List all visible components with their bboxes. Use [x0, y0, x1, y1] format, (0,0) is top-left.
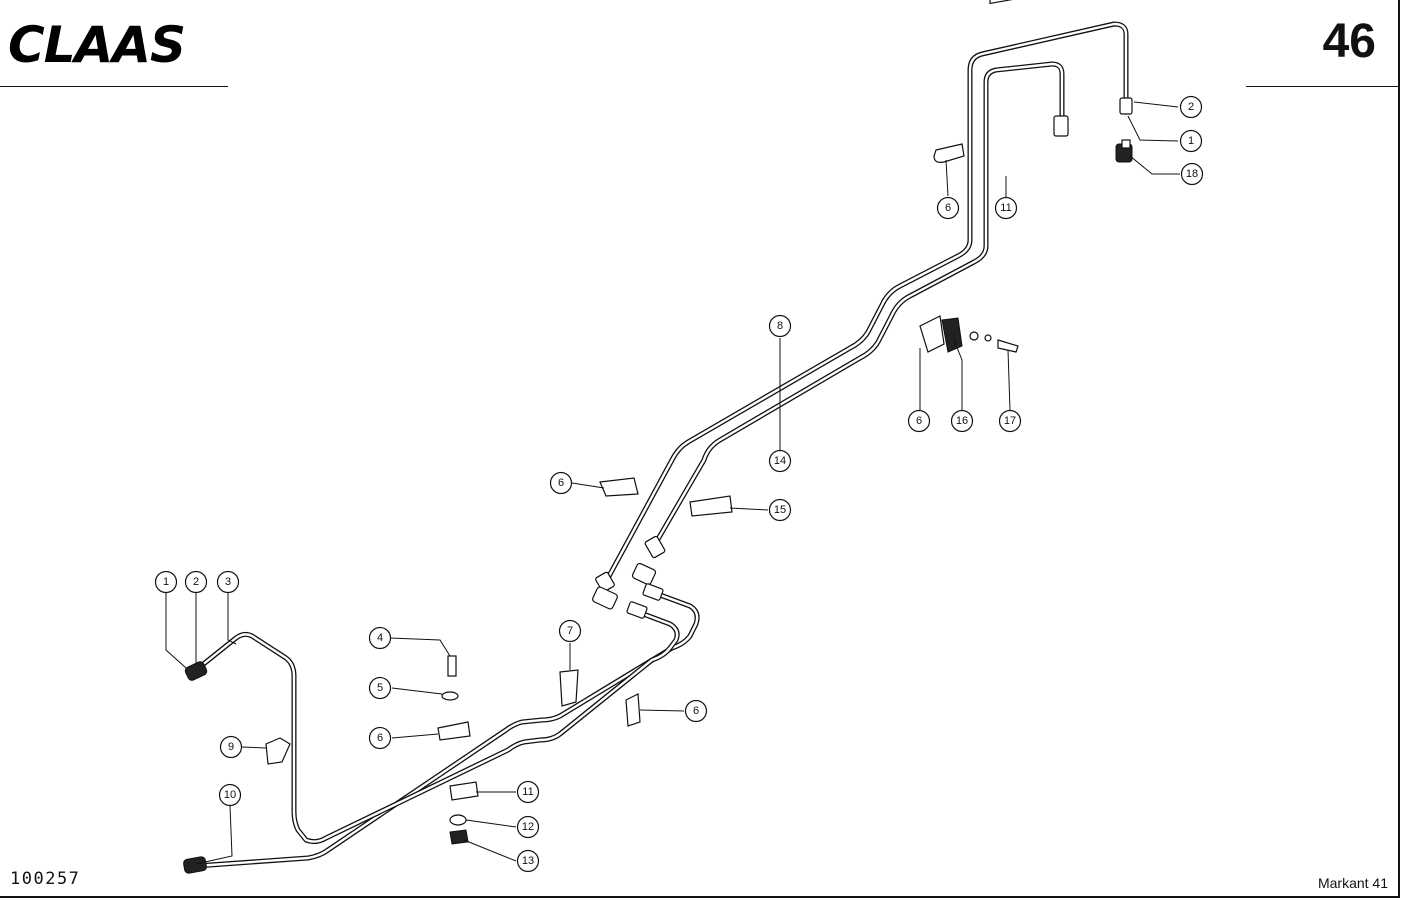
- plate-top: [989, 0, 1021, 5]
- svg-text:11: 11: [522, 786, 533, 798]
- svg-text:12: 12: [522, 821, 534, 833]
- fitting-nut-left-top: [184, 661, 208, 681]
- svg-text:16: 16: [956, 415, 968, 427]
- fitting-nut-top-right: [1119, 97, 1133, 115]
- pipe-assembly: [193, 21, 1129, 869]
- callout-top-fitting-1: 1: [1179, 129, 1203, 153]
- callout-clamp-right-6: 6: [907, 409, 931, 433]
- svg-text:6: 6: [558, 477, 564, 489]
- pipe-bottom-b: [194, 610, 679, 843]
- callout-clip-right-low-6: 6: [684, 699, 708, 723]
- header-rule-right: [1246, 86, 1398, 87]
- model-name: Markant 41: [1317, 875, 1388, 891]
- screw-4: [447, 655, 457, 677]
- clip-low-6: [437, 721, 471, 741]
- svg-text:14: 14: [774, 455, 786, 467]
- svg-text:4: 4: [377, 632, 383, 644]
- callout-screw-4: 4: [368, 626, 392, 650]
- callout-top-fitting-2: 2: [1179, 95, 1203, 119]
- drawing-number: 100257: [10, 869, 81, 889]
- svg-text:9: 9: [228, 741, 234, 753]
- callout-clip-9: 9: [219, 735, 243, 759]
- svg-text:2: 2: [193, 576, 199, 588]
- washer-right: [969, 331, 979, 341]
- callout-washer-5: 5: [368, 676, 392, 700]
- callout-fitting-left-1: 1: [154, 570, 178, 594]
- callout-washer-12: 12: [516, 815, 540, 839]
- callout-clip-mid-6: 6: [549, 471, 573, 495]
- bolt-17: [997, 339, 1019, 353]
- callout-plate-low-11: 11: [516, 780, 540, 804]
- claas-logo: CLAAS: [6, 16, 232, 74]
- pipe-long-lower-outline: [651, 61, 1065, 549]
- washer-5: [441, 691, 459, 701]
- callout-bolt-17: 17: [998, 409, 1022, 433]
- clip-low-right: [625, 693, 641, 727]
- clamp-16: [941, 317, 963, 353]
- svg-text:6: 6: [945, 202, 951, 214]
- nut-13: [449, 829, 469, 845]
- svg-text:8: 8: [777, 320, 783, 332]
- fittings: [183, 0, 1133, 874]
- plate-low-11: [449, 781, 479, 801]
- svg-text:6: 6: [377, 732, 383, 744]
- svg-text:2: 2: [1188, 101, 1194, 113]
- svg-text:1: 1: [1188, 135, 1194, 147]
- svg-text:10: 10: [224, 789, 236, 801]
- elbow-fitting-left-mid: [592, 571, 618, 610]
- clamp-6-right: [919, 315, 945, 353]
- callout-pipe-3: 3: [216, 570, 240, 594]
- elbow-fitting-18: [1115, 139, 1133, 163]
- svg-text:11: 11: [1000, 202, 1011, 214]
- callout-plate-15: 15: [768, 498, 792, 522]
- callout-nut-13: 13: [516, 849, 540, 873]
- callout-top-fitting-18: 18: [1180, 162, 1204, 186]
- svg-text:7: 7: [567, 625, 573, 637]
- callout-pipe-8: 8: [768, 314, 792, 338]
- callout-clamp-16: 16: [950, 409, 974, 433]
- pipe-long-upper: [606, 22, 1128, 580]
- callout-plate-top-11: 11: [994, 196, 1018, 220]
- washer-12: [449, 814, 467, 826]
- svg-text:18: 18: [1186, 168, 1198, 180]
- plate-15: [689, 495, 733, 517]
- brand-text: CLAAS: [8, 16, 185, 68]
- callout-fitting-left-2: 2: [184, 570, 208, 594]
- page-number: 46: [1322, 15, 1376, 68]
- svg-text:15: 15: [774, 504, 786, 516]
- callout-fitting-10: 10: [218, 783, 242, 807]
- pipe-bottom-a: [194, 590, 699, 868]
- svg-text:5: 5: [377, 682, 383, 694]
- callout-clip-low-6: 6: [368, 726, 392, 750]
- svg-text:1: 1: [163, 576, 169, 588]
- callout-pipe-14: 14: [768, 449, 792, 473]
- fitting-nut-top-center: [1053, 115, 1069, 137]
- bracket-7: [559, 669, 579, 707]
- washer-right-2: [984, 334, 992, 342]
- clip-9: [265, 737, 291, 765]
- svg-text:17: 17: [1004, 415, 1016, 427]
- elbow-fitting-right-mid: [626, 535, 666, 619]
- clip-top: [933, 143, 965, 163]
- svg-text:6: 6: [693, 705, 699, 717]
- leader-lines: [165, 101, 1180, 865]
- callout-clip-top-6: 6: [936, 196, 960, 220]
- svg-text:6: 6: [916, 415, 922, 427]
- header-rule-left: [0, 86, 228, 87]
- svg-text:3: 3: [225, 576, 231, 588]
- svg-text:13: 13: [522, 855, 534, 867]
- pipe-long-lower: [652, 62, 1064, 548]
- clip-mid: [599, 477, 639, 497]
- fitting-nut-left-bottom: [183, 856, 207, 874]
- callout-bracket-7: 7: [558, 619, 582, 643]
